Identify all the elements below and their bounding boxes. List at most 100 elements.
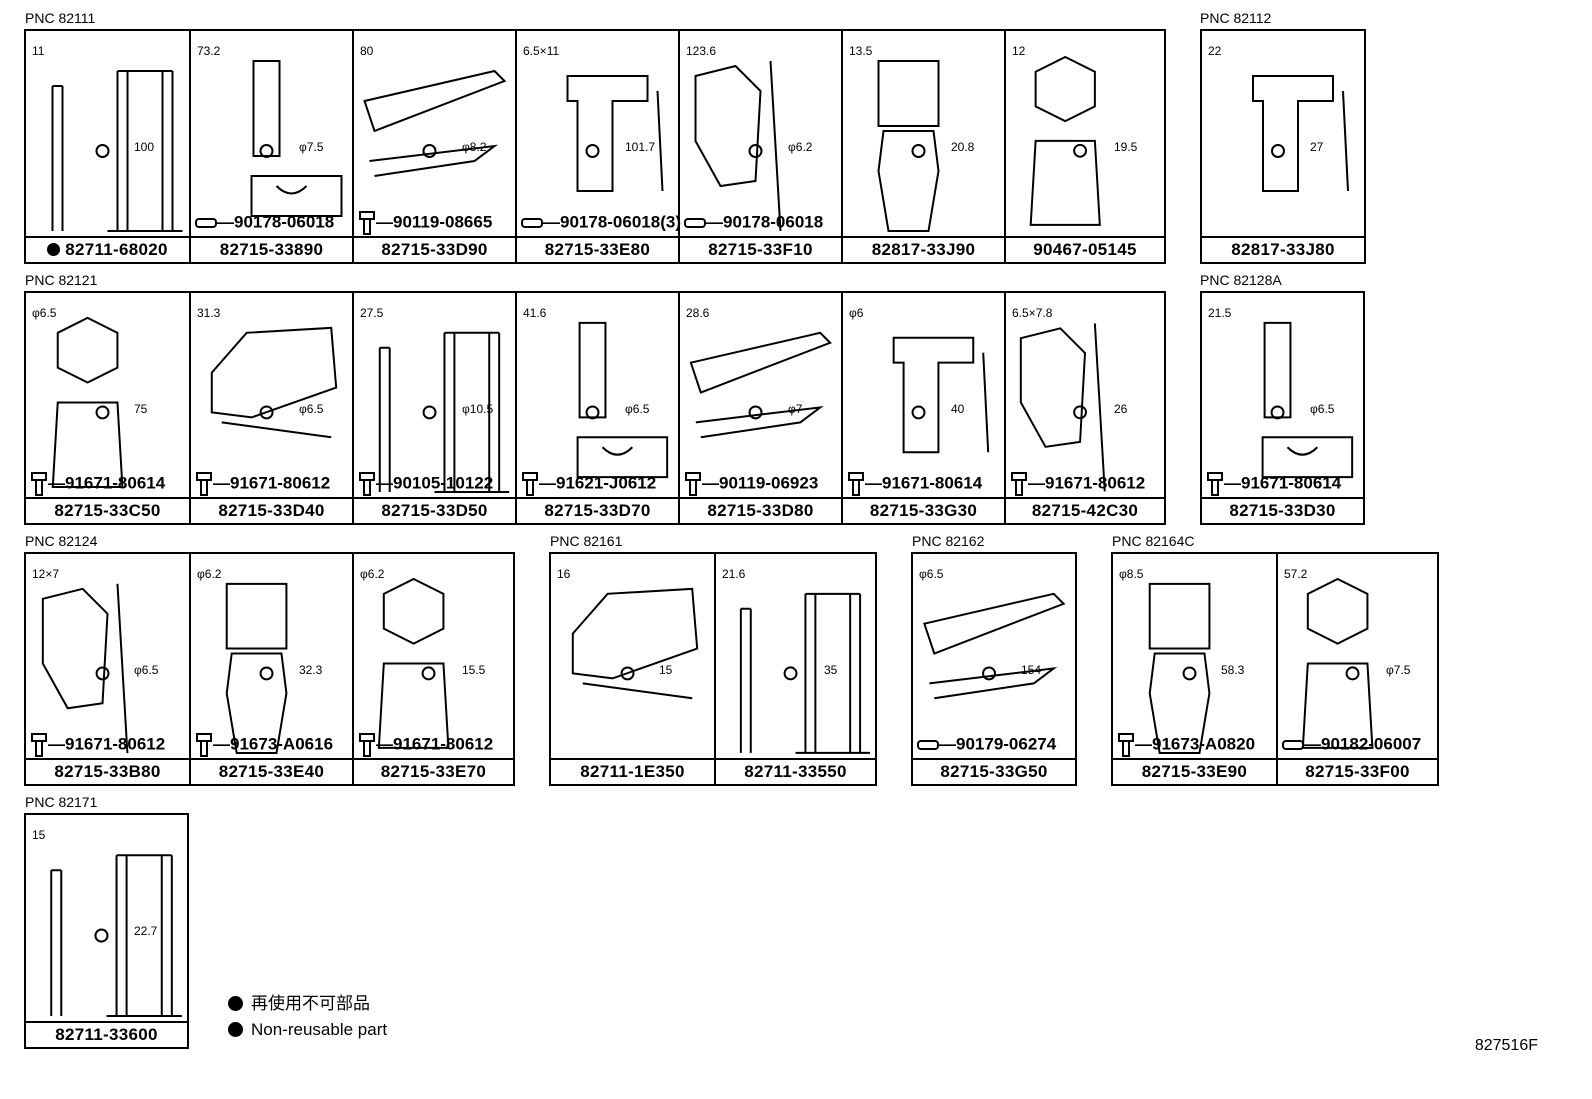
- part-number[interactable]: 82715-33G30: [843, 497, 1004, 523]
- bolt-icon: [359, 471, 375, 496]
- fastener-number[interactable]: 90119-06923: [719, 473, 819, 493]
- part-number[interactable]: 82715-33C50: [26, 497, 189, 523]
- part-number[interactable]: 82715-33D70: [517, 497, 678, 523]
- part-number[interactable]: 82715-33E40: [191, 758, 352, 784]
- part-number-text: 82715-33F10: [708, 240, 813, 259]
- part-number-text: 82715-33D50: [381, 501, 488, 520]
- part-number-text: 82715-33E40: [218, 762, 325, 781]
- part-number-text: 82715-33D70: [544, 501, 651, 520]
- part-illustration: [689, 331, 832, 439]
- dimension-label: 41.6: [523, 306, 547, 320]
- part-number[interactable]: 82715-33B80: [26, 758, 189, 784]
- fastener-number[interactable]: 90178-06018(3): [560, 212, 681, 232]
- part-number-text: 90467-05145: [1033, 240, 1137, 259]
- part-number[interactable]: 82711-68020: [26, 236, 189, 262]
- fastener-number[interactable]: 90182-06007: [1321, 734, 1422, 754]
- dimension-label: φ6.2: [788, 140, 813, 154]
- fastener-number[interactable]: 90105-10122: [393, 473, 494, 493]
- fastener-number[interactable]: 91673-A0820: [1152, 734, 1256, 754]
- part-number[interactable]: 82715-33E80: [517, 236, 678, 262]
- fastener-number[interactable]: 90119-08665: [393, 212, 493, 232]
- dimension-label: φ7.5: [1386, 663, 1411, 677]
- fastener-number[interactable]: 91673-A0616: [230, 734, 334, 754]
- fastener-number[interactable]: 90178-06018: [234, 212, 335, 232]
- part-number[interactable]: 82817-33J80: [1202, 236, 1364, 262]
- part-number[interactable]: 82715-33E90: [1113, 758, 1276, 784]
- bolt-icon: [359, 732, 375, 757]
- fastener-number[interactable]: 91671-80614: [1241, 473, 1342, 493]
- dimension-label: φ6.5: [625, 402, 650, 416]
- part-number-text: 82715-33890: [219, 240, 324, 259]
- fastener-number[interactable]: 90179-06274: [956, 734, 1057, 754]
- pnc-label: PNC 82128A: [1200, 272, 1282, 288]
- fastener-number[interactable]: 91671-80612: [65, 734, 166, 754]
- part-number[interactable]: 82715-33F00: [1278, 758, 1437, 784]
- bolt-icon: [1011, 471, 1027, 496]
- part-number[interactable]: 82715-33890: [191, 236, 352, 262]
- fastener-number[interactable]: 91671-80614: [882, 473, 983, 493]
- fastener-number[interactable]: 91671-80614: [65, 473, 166, 493]
- part-number[interactable]: 82711-33550: [716, 758, 875, 784]
- bolt-icon: [1207, 471, 1223, 496]
- part-number[interactable]: 82715-33E70: [354, 758, 513, 784]
- fastener-number[interactable]: 91621-J0612: [556, 473, 657, 493]
- part-number-text: 82715-33D40: [218, 501, 325, 520]
- leader-line: —: [48, 734, 65, 754]
- part-number-text: 82715-33G50: [940, 762, 1048, 781]
- dimension-label: φ6.2: [360, 567, 385, 581]
- part-number[interactable]: 82715-33D40: [191, 497, 352, 523]
- part-number[interactable]: 82715-42C30: [1006, 497, 1164, 523]
- part-number[interactable]: 82817-33J90: [843, 236, 1004, 262]
- part-illustration: [1261, 321, 1354, 479]
- part-number[interactable]: 90467-05145: [1006, 236, 1164, 262]
- dimension-label: φ6.5: [299, 402, 324, 416]
- fastener-number[interactable]: 91671-80612: [230, 473, 331, 493]
- part-number[interactable]: 82711-1E350: [551, 758, 714, 784]
- fastener-number[interactable]: 91671-80612: [1045, 473, 1146, 493]
- part-number[interactable]: 82715-33F10: [680, 236, 841, 262]
- part-number[interactable]: 82715-33D50: [354, 497, 515, 523]
- fastener-number[interactable]: 90178-06018: [723, 212, 824, 232]
- part-illustration: [378, 331, 510, 494]
- part-number[interactable]: 82715-33D30: [1202, 497, 1363, 523]
- dimension-label: 31.3: [197, 306, 221, 320]
- non-reusable-icon: [47, 243, 61, 256]
- part-number[interactable]: 82715-33D80: [680, 497, 841, 523]
- dimension-label: 11: [32, 44, 45, 58]
- leader-line: —: [217, 212, 234, 232]
- part-number[interactable]: 82711-33600: [26, 1021, 187, 1047]
- part-number[interactable]: 82715-33D90: [354, 236, 515, 262]
- leader-line: —: [376, 734, 393, 754]
- part-number[interactable]: 82715-33G50: [913, 758, 1075, 784]
- part-number-text: 82715-33D30: [1229, 501, 1336, 520]
- fastener-number[interactable]: 91671-80612: [393, 734, 494, 754]
